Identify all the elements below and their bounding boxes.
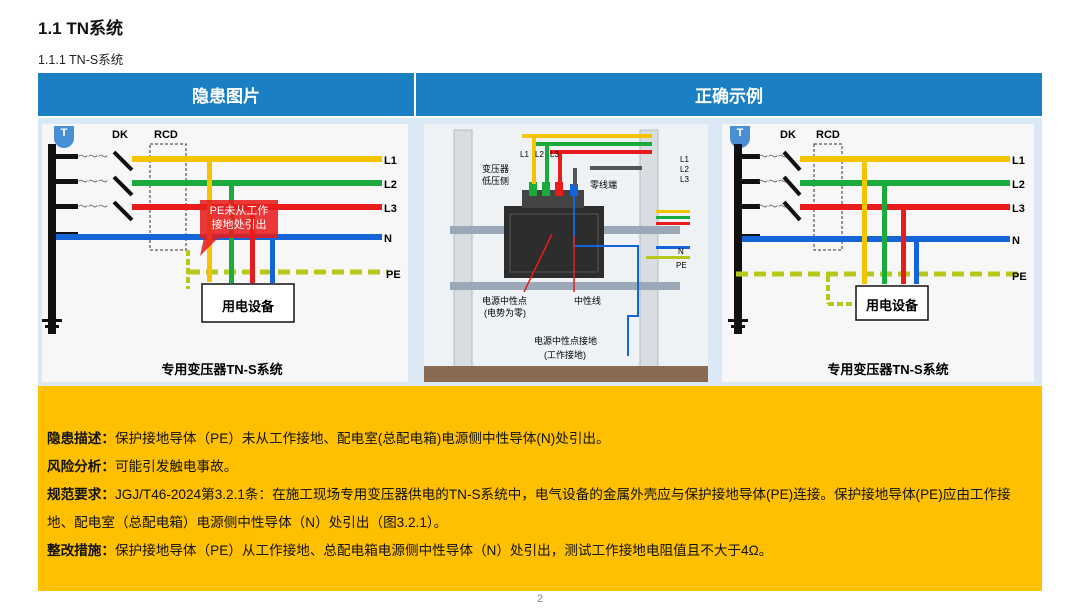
neutral-point-line-1: 电源中性点 — [482, 295, 527, 306]
description-panel — [38, 386, 1042, 591]
transformer-icon — [54, 126, 74, 148]
hazard-callout — [200, 200, 278, 256]
t-label: T — [737, 127, 744, 139]
transformer-diagram: L1 L2 L3 变压器 低压侧 零线端 L1 L2 L3 N PE 电源中性点… — [424, 124, 708, 382]
svg-text:～～～: ～～～ — [758, 177, 788, 188]
transformer-side-line-1: 变压器 — [482, 163, 509, 174]
device-label: 用电设备 — [865, 298, 919, 313]
diagram-caption: 专用变压器TN-S系统 — [161, 362, 282, 377]
transformer-l1-label: L1 — [520, 150, 529, 159]
n-label: N — [1012, 235, 1020, 247]
callout-line-2: 接地处引出 — [212, 217, 267, 231]
rcd-label: RCD — [816, 129, 840, 141]
right-l2-label: L2 — [680, 165, 689, 174]
fix-measure-text: 保护接地导体（PE）从工作接地、总配电箱电源侧中性导体（N）处引出，测试工作接地… — [114, 543, 773, 558]
hazard-description-label: 隐患描述： — [47, 431, 115, 446]
l2-label: L2 — [384, 179, 397, 191]
transformer-l3-label: L3 — [550, 150, 559, 159]
hazard-description: 隐患描述：保护接地导体（PE）未从工作接地、配电室(总配电箱)电源侧中性导体(N… — [47, 425, 1032, 453]
svg-text:～～～: ～～～ — [78, 177, 108, 188]
rcd-label: RCD — [154, 129, 178, 141]
fix-measure-label: 整改措施： — [47, 543, 115, 558]
dk-label: DK — [112, 129, 128, 141]
l1-label: L1 — [384, 155, 397, 167]
diagram-caption: 专用变压器TN-S系统 — [827, 362, 948, 377]
standard-requirement-text: JGJ/T46-2024第3.2.1条：在施工现场专用变压器供电的TN-S系统中… — [47, 487, 1011, 530]
right-l1-label: L1 — [680, 155, 689, 164]
pe-label: PE — [386, 269, 401, 281]
transformer-side-line-2: 低压侧 — [482, 175, 509, 186]
l3-label: L3 — [384, 203, 397, 215]
device-box — [855, 285, 929, 321]
neutral-terminal-label: 零线端 — [590, 179, 617, 190]
device-box — [201, 283, 295, 323]
dk-label: DK — [780, 129, 796, 141]
neutral-point-line-2: (电势为零) — [484, 307, 526, 318]
grounding-line-1: 电源中性点接地 — [534, 335, 597, 346]
risk-analysis: 风险分析：可能引发触电事故。 — [47, 453, 1032, 481]
l3-label: L3 — [1012, 203, 1025, 215]
page-number: 2 — [536, 593, 544, 605]
description-text: 隐患描述：保护接地导体（PE）未从工作接地、配电室(总配电箱)电源侧中性导体(N… — [47, 425, 1032, 565]
hazard-diagram: T ～～～ ～～～ ～～～ DK RCD L1 L2 L3 N PE 用电设备 … — [42, 124, 408, 382]
n-label: N — [384, 233, 392, 245]
l2-label: L2 — [1012, 179, 1025, 191]
column-header-correct: 正确示例 — [416, 73, 1042, 116]
correct-diagram: T ～～～ ～～～ ～～～ DK RCD L1 L2 L3 N PE 用电设备 … — [722, 124, 1034, 382]
device-label: 用电设备 — [221, 299, 275, 314]
svg-text:～～～: ～～～ — [78, 202, 108, 213]
risk-analysis-text: 可能引发触电事故。 — [114, 459, 238, 474]
svg-text:～～～: ～～～ — [758, 152, 788, 163]
l1-label: L1 — [1012, 155, 1025, 167]
page-title: 1.1 TN系统 — [38, 19, 124, 38]
t-label: T — [61, 127, 68, 139]
transformer-icon — [730, 126, 750, 148]
risk-analysis-label: 风险分析： — [47, 459, 115, 474]
neutral-line-label: 中性线 — [574, 295, 601, 306]
svg-text:～～～: ～～～ — [758, 202, 788, 213]
right-pe-label: PE — [676, 261, 687, 270]
hazard-description-text: 保护接地导体（PE）未从工作接地、配电室(总配电箱)电源侧中性导体(N)处引出。 — [114, 431, 610, 446]
section-subtitle: 1.1.1 TN-S系统 — [38, 53, 124, 67]
column-header-hazard: 隐患图片 — [38, 73, 414, 116]
right-l3-label: L3 — [680, 175, 689, 184]
transformer-l2-label: L2 — [535, 150, 544, 159]
callout-line-1: PE未从工作 — [210, 204, 269, 217]
grounding-line-2: (工作接地) — [544, 349, 586, 360]
standard-requirement: 规范要求：JGJ/T46-2024第3.2.1条：在施工现场专用变压器供电的TN… — [47, 481, 1032, 537]
svg-text:～～～: ～～～ — [78, 152, 108, 163]
pe-label: PE — [1012, 271, 1027, 283]
fix-measure: 整改措施：保护接地导体（PE）从工作接地、总配电箱电源侧中性导体（N）处引出，测… — [47, 537, 1032, 565]
standard-requirement-label: 规范要求： — [47, 487, 115, 502]
right-n-label: N — [678, 247, 684, 256]
